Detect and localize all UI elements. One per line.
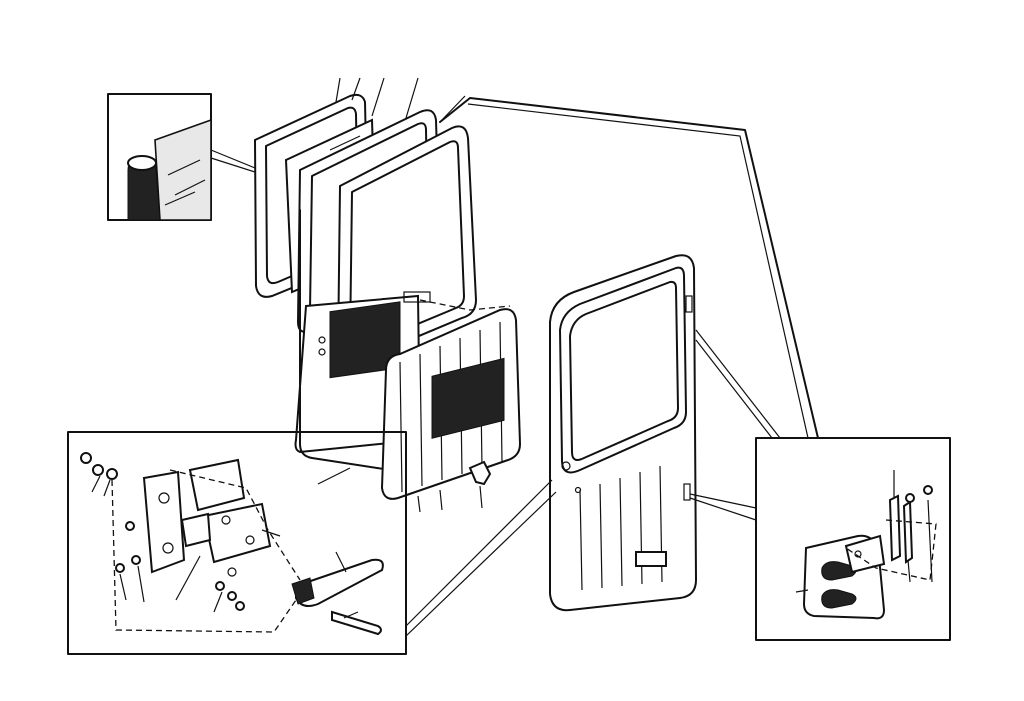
latch-mechanism-inset bbox=[67, 431, 557, 655]
hinge-bolt bbox=[923, 485, 933, 495]
latch-inset-frame bbox=[67, 431, 407, 655]
hinge-spacer-2 bbox=[902, 500, 914, 564]
latch-dashed-link bbox=[111, 479, 297, 633]
leader-line-hinge-lower bbox=[689, 493, 757, 521]
lock-plate bbox=[142, 470, 186, 574]
door-shell-shading bbox=[579, 465, 663, 591]
leader-line-latch-2 bbox=[405, 479, 553, 627]
frame-tab bbox=[403, 291, 431, 303]
leader-line-latch bbox=[405, 491, 557, 637]
latch-leader-lines bbox=[91, 475, 359, 619]
leader-lines-top bbox=[335, 77, 419, 119]
door-shell-body bbox=[549, 254, 698, 612]
callout-bracket-hinge-inner bbox=[467, 103, 809, 439]
leader-line-seal bbox=[210, 149, 256, 169]
latch-body bbox=[188, 458, 246, 512]
hinge-leaf bbox=[844, 534, 886, 574]
frame-hole-1 bbox=[318, 336, 326, 344]
hinge-inset bbox=[755, 437, 951, 641]
door-handle-recess bbox=[635, 551, 667, 567]
striker-plate bbox=[202, 502, 272, 564]
glass-hatch bbox=[164, 159, 206, 206]
door-window-inner bbox=[569, 280, 679, 461]
callout-bracket-hinge bbox=[439, 97, 819, 439]
seal-section-top bbox=[127, 155, 157, 171]
panel-clip bbox=[468, 460, 492, 486]
hinge-leader-lines bbox=[795, 470, 933, 593]
leader-lines-panel bbox=[417, 485, 483, 513]
hinge-slot-2 bbox=[821, 589, 857, 609]
seal-detail-inset bbox=[107, 93, 256, 221]
latch-spring bbox=[180, 512, 212, 548]
hinge-slot-upper bbox=[685, 295, 693, 313]
door-trim-panel bbox=[380, 308, 522, 513]
hinge-slot-lower bbox=[683, 483, 691, 501]
latch-pin bbox=[331, 610, 382, 636]
frame-hole-2 bbox=[318, 348, 326, 356]
door-window-opening bbox=[559, 266, 687, 474]
hinge-washer bbox=[905, 493, 915, 503]
door-lock-hole bbox=[561, 461, 571, 471]
door-vent-grille bbox=[329, 301, 401, 379]
glass-edge bbox=[154, 118, 212, 221]
leader-line-frame-low bbox=[317, 467, 351, 485]
door-frame-edge bbox=[299, 209, 391, 471]
hinge-spacer-1 bbox=[888, 494, 902, 562]
leader-line-seal-2 bbox=[210, 157, 256, 173]
leader-line-hinge-upper bbox=[695, 329, 781, 439]
handle-pivot bbox=[291, 577, 315, 605]
door-screw-hole bbox=[574, 486, 582, 494]
latch-dashed-link-2 bbox=[169, 469, 301, 581]
hinge-inset-frame bbox=[755, 437, 951, 641]
hinge-dashed-link bbox=[845, 519, 937, 581]
latch-screws bbox=[80, 452, 245, 611]
trim-speaker-grille bbox=[431, 357, 505, 439]
door-shell bbox=[549, 254, 781, 612]
dashed-fix-line-1 bbox=[419, 299, 511, 311]
